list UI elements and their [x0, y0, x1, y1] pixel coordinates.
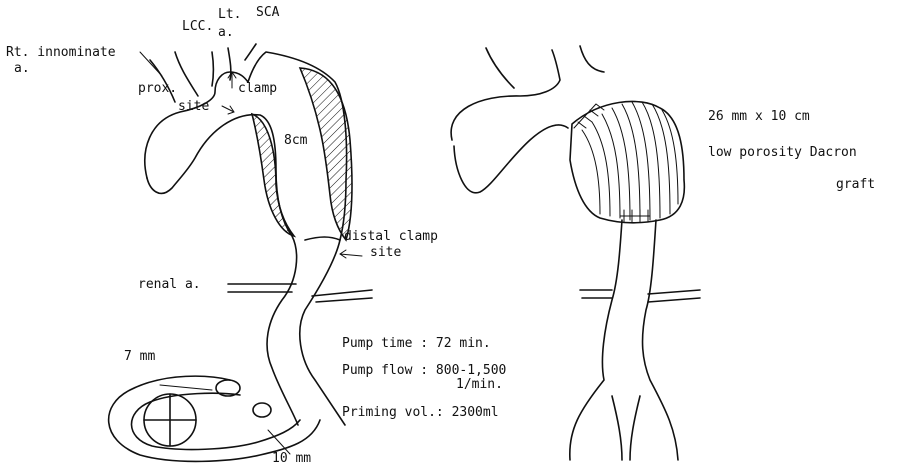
- aneurysm-hatched-outer: [300, 68, 352, 240]
- label-lcc-a: a.: [218, 26, 234, 40]
- label-clamp: clamp: [238, 82, 277, 96]
- label-sca: SCA: [256, 6, 279, 20]
- descending-aorta: [570, 220, 678, 460]
- label-distal-site: site: [370, 246, 401, 260]
- label-lcc: LCC.: [182, 20, 213, 34]
- priming-volume: Priming vol.: 2300ml: [342, 406, 499, 420]
- outflow-cannula: [253, 403, 271, 417]
- lcc-branch: [212, 48, 231, 86]
- label-8cm: 8cm: [284, 134, 307, 148]
- pump-time: Pump time : 72 min.: [342, 337, 491, 351]
- aorta-after-graft: [451, 46, 700, 460]
- graft-ribs: [582, 102, 678, 220]
- graft-size: 26 mm x 10 cm: [708, 110, 810, 124]
- aorta-before-repair: [109, 44, 372, 461]
- renal-artery-left: [228, 284, 296, 292]
- innominate-arrow: [140, 52, 162, 76]
- bypass-loop: [109, 376, 320, 461]
- graft-word: graft: [836, 178, 875, 192]
- graft-type: low porosity Dacron: [708, 146, 857, 160]
- label-site: site: [178, 100, 209, 114]
- graft-arch-outline: [451, 46, 604, 193]
- pump-flow-unit: 1/min.: [456, 378, 503, 392]
- aorta-inner-wall: [147, 115, 340, 425]
- label-renal: renal a.: [138, 278, 201, 292]
- label-prox: prox.: [138, 82, 177, 96]
- label-rt-innominate-a: a.: [14, 62, 30, 76]
- label-rt-innominate: Rt. innominate: [6, 46, 116, 60]
- distal-suture-line: [620, 210, 650, 222]
- label-distal-clamp: distal clamp: [344, 230, 438, 244]
- label-10mm: 10 mm: [272, 452, 311, 466]
- distal-clamp-arrow: [340, 250, 362, 258]
- renal-artery-graft: [580, 290, 700, 302]
- site-arrow: [222, 106, 234, 114]
- pump-flow: Pump flow : 800-1,500: [342, 364, 506, 378]
- renal-artery-right: [312, 290, 372, 302]
- size-arrow-7mm: [160, 385, 212, 390]
- label-lt: Lt.: [218, 8, 241, 22]
- label-7mm: 7 mm: [124, 350, 155, 364]
